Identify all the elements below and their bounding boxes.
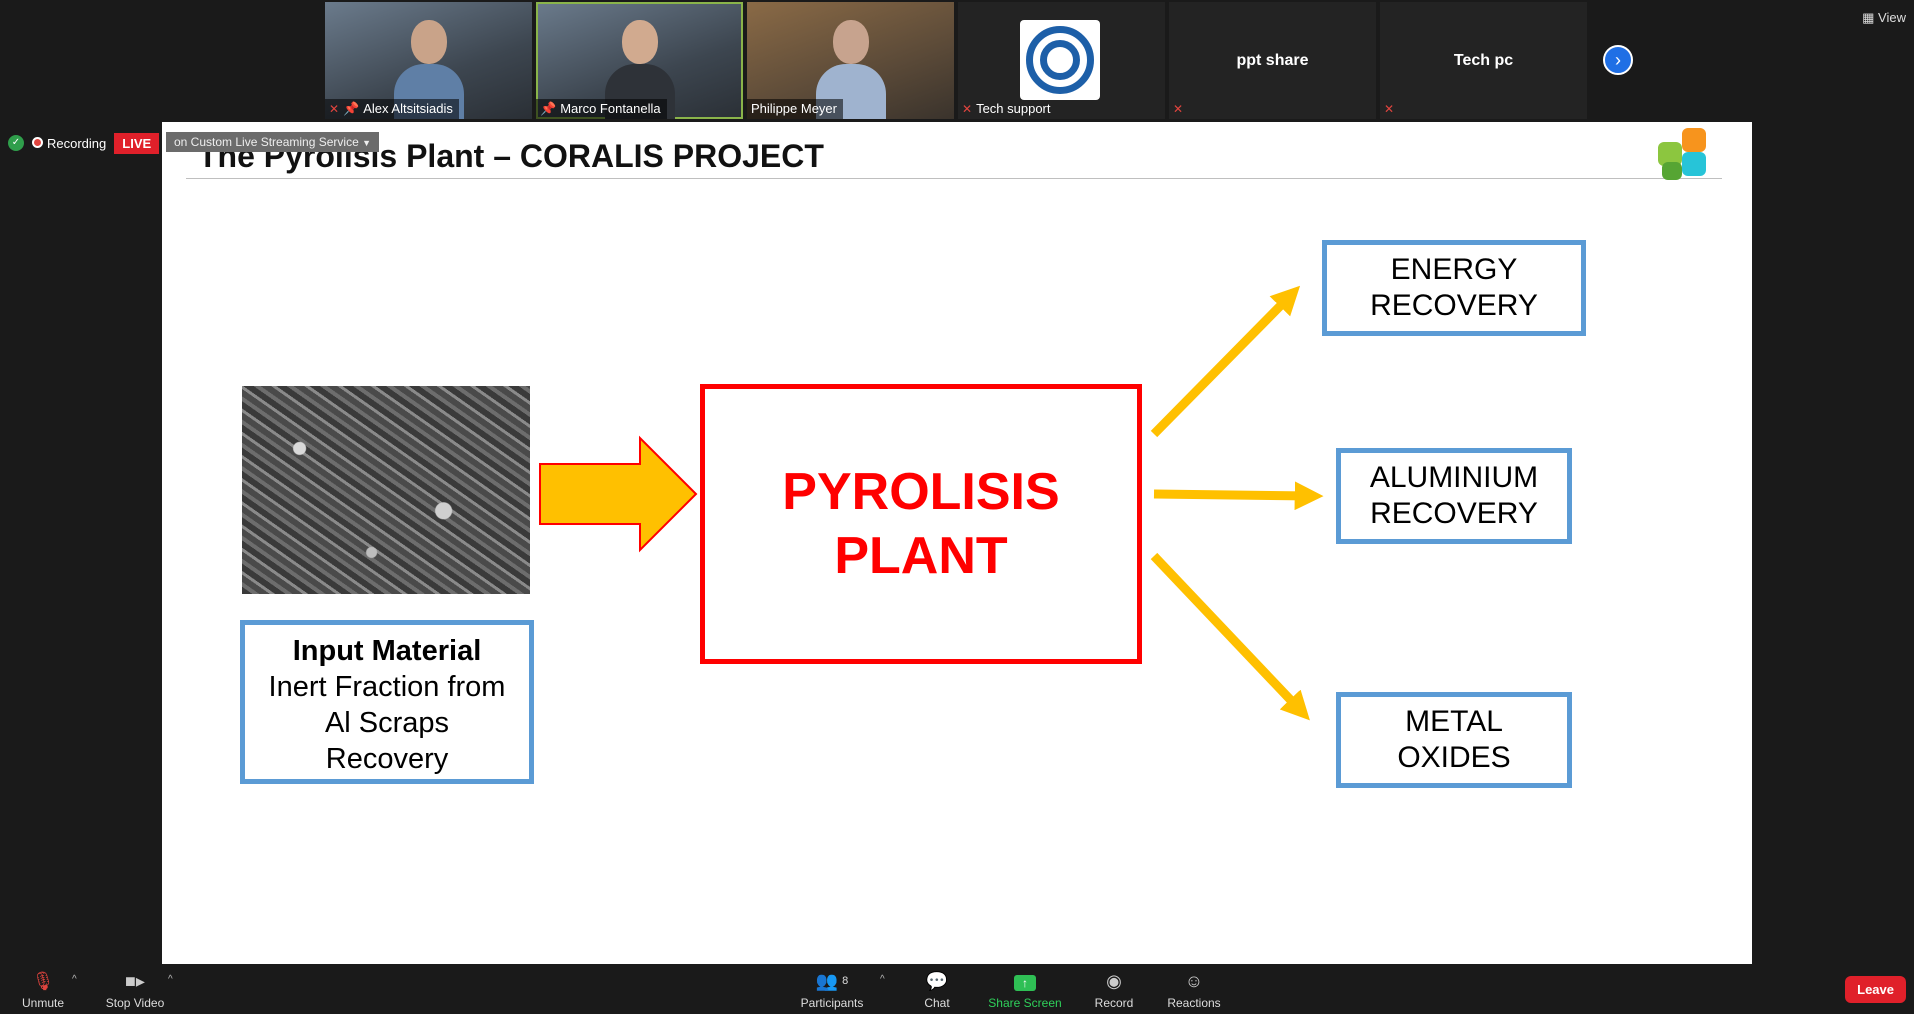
share-screen-button[interactable]: ↑ Share Screen xyxy=(988,975,1062,1010)
output-metal-oxides: METAL OXIDES xyxy=(1336,692,1572,788)
coralis-logo xyxy=(1658,128,1710,180)
participant-tile-tech-support[interactable]: ✕ Tech support xyxy=(958,2,1165,119)
chevron-right-icon: › xyxy=(1615,50,1621,70)
meeting-status-bar: ✓ Recording LIVE xyxy=(8,132,160,154)
participant-name-tag: ✕ Tech support xyxy=(958,99,1057,119)
participant-name-tag: ✕ 📌 Alex Altsitsiadis xyxy=(325,99,459,119)
participant-tile-marco[interactable]: 📌 Marco Fontanella xyxy=(536,2,743,119)
smiley-plus-icon: ☺ xyxy=(1184,971,1204,991)
stop-video-button[interactable]: ■▸ Stop Video xyxy=(90,970,180,1010)
mic-muted-icon: 🎙 xyxy=(31,971,55,991)
chat-button[interactable]: 💬 Chat xyxy=(892,970,982,1010)
participant-avatar-logo xyxy=(1020,20,1100,100)
arrow-to-energy xyxy=(1150,285,1301,438)
arrow-to-oxides xyxy=(1150,552,1310,721)
recording-dot-icon xyxy=(32,136,43,148)
video-strip: ✕ 📌 Alex Altsitsiadis 📌 Marco Fontanella… xyxy=(0,0,1914,120)
arrow-to-aluminium xyxy=(1153,481,1324,511)
mic-muted-icon: ✕ xyxy=(329,102,340,116)
shield-check-icon[interactable]: ✓ xyxy=(8,135,24,151)
chat-bubble-icon: 💬 xyxy=(925,971,949,991)
record-icon: ◉ xyxy=(1106,971,1122,991)
audio-options-caret[interactable]: ^ xyxy=(72,974,77,985)
grid-icon: ▦ xyxy=(1862,10,1875,25)
shared-slide: The Pyrolisis Plant – CORALIS PROJECT In… xyxy=(162,122,1752,964)
unmute-button[interactable]: 🎙 Unmute xyxy=(0,970,88,1010)
participant-tile-ppt-share[interactable]: ppt share ✕ xyxy=(1169,2,1376,119)
record-button[interactable]: ◉ Record xyxy=(1069,970,1159,1010)
stream-service-dropdown[interactable]: on Custom Live Streaming Service ▼ xyxy=(166,132,380,152)
participant-tile-tech-pc[interactable]: Tech pc ✕ xyxy=(1380,2,1587,119)
view-button[interactable]: ▦ View xyxy=(1862,10,1906,25)
output-aluminium-recovery: ALUMINIUM RECOVERY xyxy=(1336,448,1572,544)
live-badge[interactable]: LIVE xyxy=(114,132,160,154)
participants-icon: 👥8 xyxy=(815,971,849,991)
input-material-box: Input Material Inert Fraction from Al Sc… xyxy=(240,620,534,784)
input-material-photo xyxy=(242,386,530,594)
mic-muted-icon: ✕ xyxy=(1384,102,1395,116)
participant-name-tag: 📌 Marco Fontanella xyxy=(536,99,667,119)
participant-video xyxy=(815,20,886,119)
next-page-button[interactable]: › xyxy=(1603,45,1633,75)
recording-indicator[interactable]: Recording xyxy=(32,136,106,151)
participants-options-caret[interactable]: ^ xyxy=(880,974,885,985)
participant-tile-alex[interactable]: ✕ 📌 Alex Altsitsiadis xyxy=(325,2,532,119)
pyrolisis-plant-box: PYROLISIS PLANT xyxy=(700,384,1142,664)
participant-tile-philippe[interactable]: Philippe Meyer xyxy=(747,2,954,119)
pin-icon: 📌 xyxy=(540,101,557,116)
share-screen-icon: ↑ xyxy=(1014,975,1036,991)
input-arrow xyxy=(539,435,698,553)
participants-button[interactable]: 👥8 Participants xyxy=(787,970,877,1010)
flow-arrows xyxy=(539,285,1324,721)
title-divider xyxy=(186,178,1722,179)
video-options-caret[interactable]: ^ xyxy=(168,974,173,985)
video-camera-icon: ■▸ xyxy=(125,971,145,991)
participant-name-tag: Philippe Meyer xyxy=(747,99,843,119)
participant-name-tag: ✕ xyxy=(1380,99,1400,119)
chevron-down-icon: ▼ xyxy=(362,138,372,148)
participant-name-tag: ✕ xyxy=(1169,99,1189,119)
reactions-button[interactable]: ☺ Reactions xyxy=(1149,970,1239,1010)
mic-muted-icon: ✕ xyxy=(1173,102,1184,116)
mic-muted-icon: ✕ xyxy=(962,102,973,116)
pin-icon: 📌 xyxy=(343,101,360,116)
output-energy-recovery: ENERGY RECOVERY xyxy=(1322,240,1586,336)
meeting-toolbar: 🎙 Unmute ^ ■▸ Stop Video ^ 👥8 Participan… xyxy=(0,964,1914,1014)
leave-button[interactable]: Leave xyxy=(1845,976,1906,1003)
